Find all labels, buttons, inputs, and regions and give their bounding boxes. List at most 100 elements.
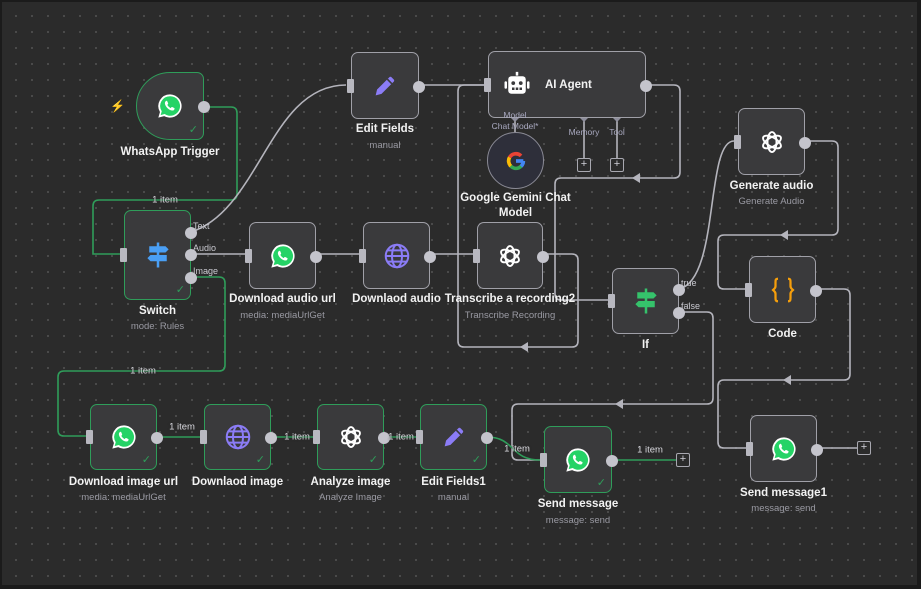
input-handle[interactable] — [200, 430, 207, 444]
google-icon — [500, 145, 532, 177]
node-subtitle: Analyze Image — [319, 492, 382, 503]
node-title: Generate audio — [729, 180, 814, 192]
input-handle[interactable] — [347, 78, 354, 93]
node-sm[interactable]: ✓ — [540, 426, 618, 493]
add-tool-button[interactable]: + — [610, 158, 624, 172]
output-handle[interactable] — [537, 250, 549, 263]
output-handle[interactable] — [640, 79, 652, 92]
node-ef1[interactable]: ✓ — [416, 404, 493, 470]
edge-if-false-to-send-message[interactable] — [511, 311, 714, 461]
node-subtitle: Transcribe Recording — [464, 310, 556, 321]
node-agent[interactable]: AI Agent — [484, 51, 652, 118]
node-code[interactable] — [745, 256, 822, 323]
node-edit[interactable] — [347, 52, 425, 119]
node-sm1[interactable] — [746, 415, 823, 482]
node-title: Switch — [138, 305, 177, 317]
openai-icon — [756, 126, 788, 158]
node-gen[interactable] — [734, 108, 811, 175]
edge-if-true-to-generate-audio[interactable] — [678, 140, 735, 290]
whatsapp-icon — [267, 240, 299, 272]
robot-icon — [501, 69, 533, 101]
node-diu[interactable]: ✓ — [86, 404, 163, 470]
trigger-bolt-icon: ⚡ — [110, 99, 125, 113]
node-gemini[interactable] — [487, 132, 544, 189]
add-node-after-send-message1-button[interactable]: + — [857, 441, 871, 455]
edge-item-count-label: 1 item — [504, 443, 530, 455]
input-handle[interactable] — [746, 441, 753, 456]
output-handle[interactable] — [799, 136, 811, 149]
whatsapp-icon — [154, 90, 186, 122]
success-check-icon: ✓ — [141, 454, 151, 466]
node-di[interactable]: ✓ — [200, 404, 277, 470]
output-handle[interactable]: Image — [185, 266, 218, 284]
output-handle[interactable] — [198, 101, 210, 113]
edge-transcribe-to-agent[interactable] — [457, 84, 579, 348]
output-handle[interactable] — [606, 454, 618, 467]
input-handle[interactable] — [540, 452, 547, 467]
node-da[interactable] — [359, 222, 436, 289]
output-handle[interactable] — [810, 284, 822, 297]
input-handle[interactable] — [313, 430, 320, 444]
edge-item-count-label: 1 item — [152, 194, 178, 206]
edge-edit-fields1-to-send-message[interactable] — [486, 436, 541, 461]
input-handle[interactable] — [734, 134, 741, 149]
node-title: Send message — [537, 498, 619, 510]
output-handle[interactable] — [151, 432, 163, 444]
globe-icon — [222, 421, 254, 453]
input-handle[interactable] — [473, 248, 480, 263]
output-handle[interactable] — [378, 432, 390, 444]
node-title: Google Gemini Chat Model — [460, 192, 571, 219]
node-title: Edit Fields1 — [421, 476, 486, 488]
edge-switch-image-to-download-image-url[interactable] — [57, 276, 226, 437]
node-if[interactable]: true false — [608, 268, 700, 334]
output-handle[interactable] — [310, 250, 322, 263]
node-tr[interactable] — [473, 222, 549, 289]
output-handle[interactable] — [424, 250, 436, 263]
add-node-after-send-message-button[interactable]: + — [676, 453, 690, 467]
openai-icon — [494, 240, 526, 272]
node-dau[interactable] — [245, 222, 322, 289]
edge-generate-audio-to-code[interactable] — [717, 140, 839, 290]
output-handle[interactable] — [265, 432, 277, 444]
edge-switch-text-to-edit-fields[interactable] — [190, 84, 347, 233]
openai-icon — [335, 421, 367, 453]
input-handle[interactable] — [745, 282, 752, 297]
node-title: Send message1 — [740, 487, 827, 499]
output-handle[interactable]: Text — [185, 221, 210, 239]
edge-direction-arrow-icon — [780, 230, 788, 240]
model-port-label: Chat Model* — [491, 121, 539, 131]
node-ai[interactable]: ✓ — [313, 404, 390, 470]
edge-direction-arrow-icon — [615, 399, 623, 409]
edge-direction-arrow-icon — [783, 375, 791, 385]
output-handle[interactable]: Audio — [185, 243, 216, 261]
edge-agent-to-if[interactable] — [554, 84, 681, 301]
whatsapp-icon — [768, 433, 800, 465]
input-handle[interactable] — [120, 248, 127, 262]
output-handle[interactable] — [811, 443, 823, 456]
edge-item-count-label: 1 item — [169, 421, 195, 433]
input-handle[interactable] — [245, 248, 252, 263]
node-title: Download audio url — [229, 293, 336, 305]
output-handle[interactable] — [481, 432, 493, 444]
node-title: AI Agent — [545, 78, 592, 91]
input-handle[interactable] — [484, 77, 491, 92]
edge-item-count-label: 1 item — [130, 365, 156, 377]
add-memory-button[interactable]: + — [577, 158, 591, 172]
signpost-green-icon — [630, 285, 662, 317]
output-handle[interactable] — [413, 80, 425, 93]
input-handle[interactable] — [608, 294, 615, 308]
pencil-icon — [369, 70, 401, 102]
node-trigger[interactable]: ✓ — [136, 72, 210, 140]
node-subtitle: manual — [437, 492, 470, 503]
output-label-audio: Audio — [193, 243, 217, 253]
success-check-icon: ✓ — [188, 124, 198, 136]
node-title: Transcribe a recording2 — [444, 293, 576, 305]
input-handle[interactable] — [86, 430, 93, 444]
node-title: Download image url — [68, 476, 179, 488]
input-handle[interactable] — [359, 248, 366, 263]
output-handle[interactable]: true — [673, 278, 697, 296]
output-handle[interactable]: false — [673, 301, 700, 319]
input-handle[interactable] — [416, 430, 423, 444]
